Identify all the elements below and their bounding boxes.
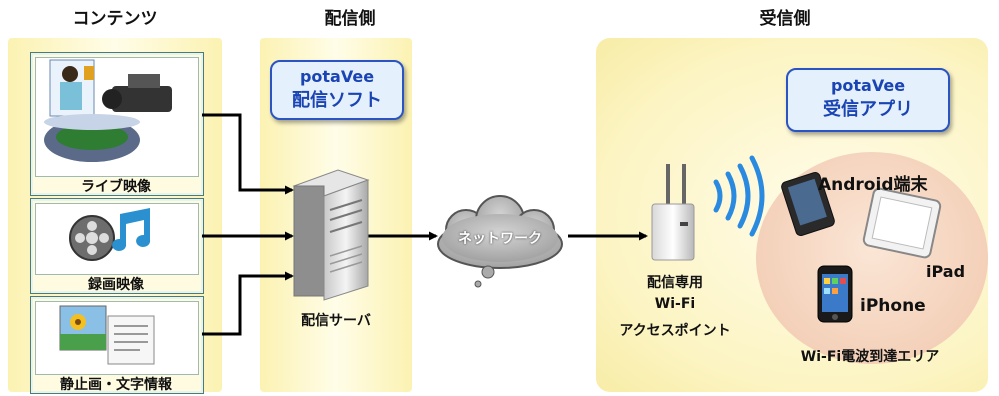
- arrow-still-to-server: [202, 271, 294, 336]
- wifi-area-label: Wi-Fi電波到達エリア: [800, 349, 940, 365]
- recorded-video-label: 録画映像: [88, 277, 144, 293]
- access-point-icon: [651, 164, 695, 261]
- ap-label-line2: Wi-Fi: [654, 296, 696, 312]
- server-label: 配信サーバ: [301, 313, 371, 329]
- android-label: Android端末: [818, 175, 928, 195]
- live-video-icon: [44, 59, 172, 162]
- receiver-app-label: 受信アプリ: [823, 99, 913, 120]
- receiver-app-name: potaVee: [830, 76, 906, 95]
- server-icon: [292, 169, 370, 301]
- still-info-label: 静止画・文字情報: [60, 377, 172, 393]
- sender-header: 配信側: [324, 9, 376, 29]
- still-image-icon: [59, 305, 155, 365]
- ipad-label: iPad: [926, 262, 966, 281]
- recorded-video-icon: [69, 208, 151, 261]
- connection-arrows: [202, 113, 648, 336]
- receiver-header: 受信側: [759, 9, 811, 29]
- wifi-signal-icon: [713, 155, 765, 237]
- live-video-label: ライブ映像: [81, 179, 151, 195]
- network-cloud-icon: [437, 195, 563, 288]
- delivery-software-name: potaVee: [299, 67, 375, 86]
- delivery-software-box: potaVee 配信ソフト: [270, 60, 404, 120]
- contents-header: コンテンツ: [72, 9, 158, 29]
- iphone-icon: [817, 265, 853, 323]
- iphone-label: iPhone: [860, 296, 926, 316]
- receiver-app-box: potaVee 受信アプリ: [786, 68, 950, 132]
- arrow-live-to-server: [202, 113, 294, 195]
- network-label: ネットワーク: [458, 231, 542, 247]
- ap-label-line3: アクセスポイント: [619, 323, 731, 339]
- ap-label-line1: 配信専用: [647, 275, 703, 291]
- android-device-icon: [781, 171, 835, 237]
- ipad-icon: [862, 187, 942, 259]
- delivery-software-label: 配信ソフト: [292, 90, 382, 111]
